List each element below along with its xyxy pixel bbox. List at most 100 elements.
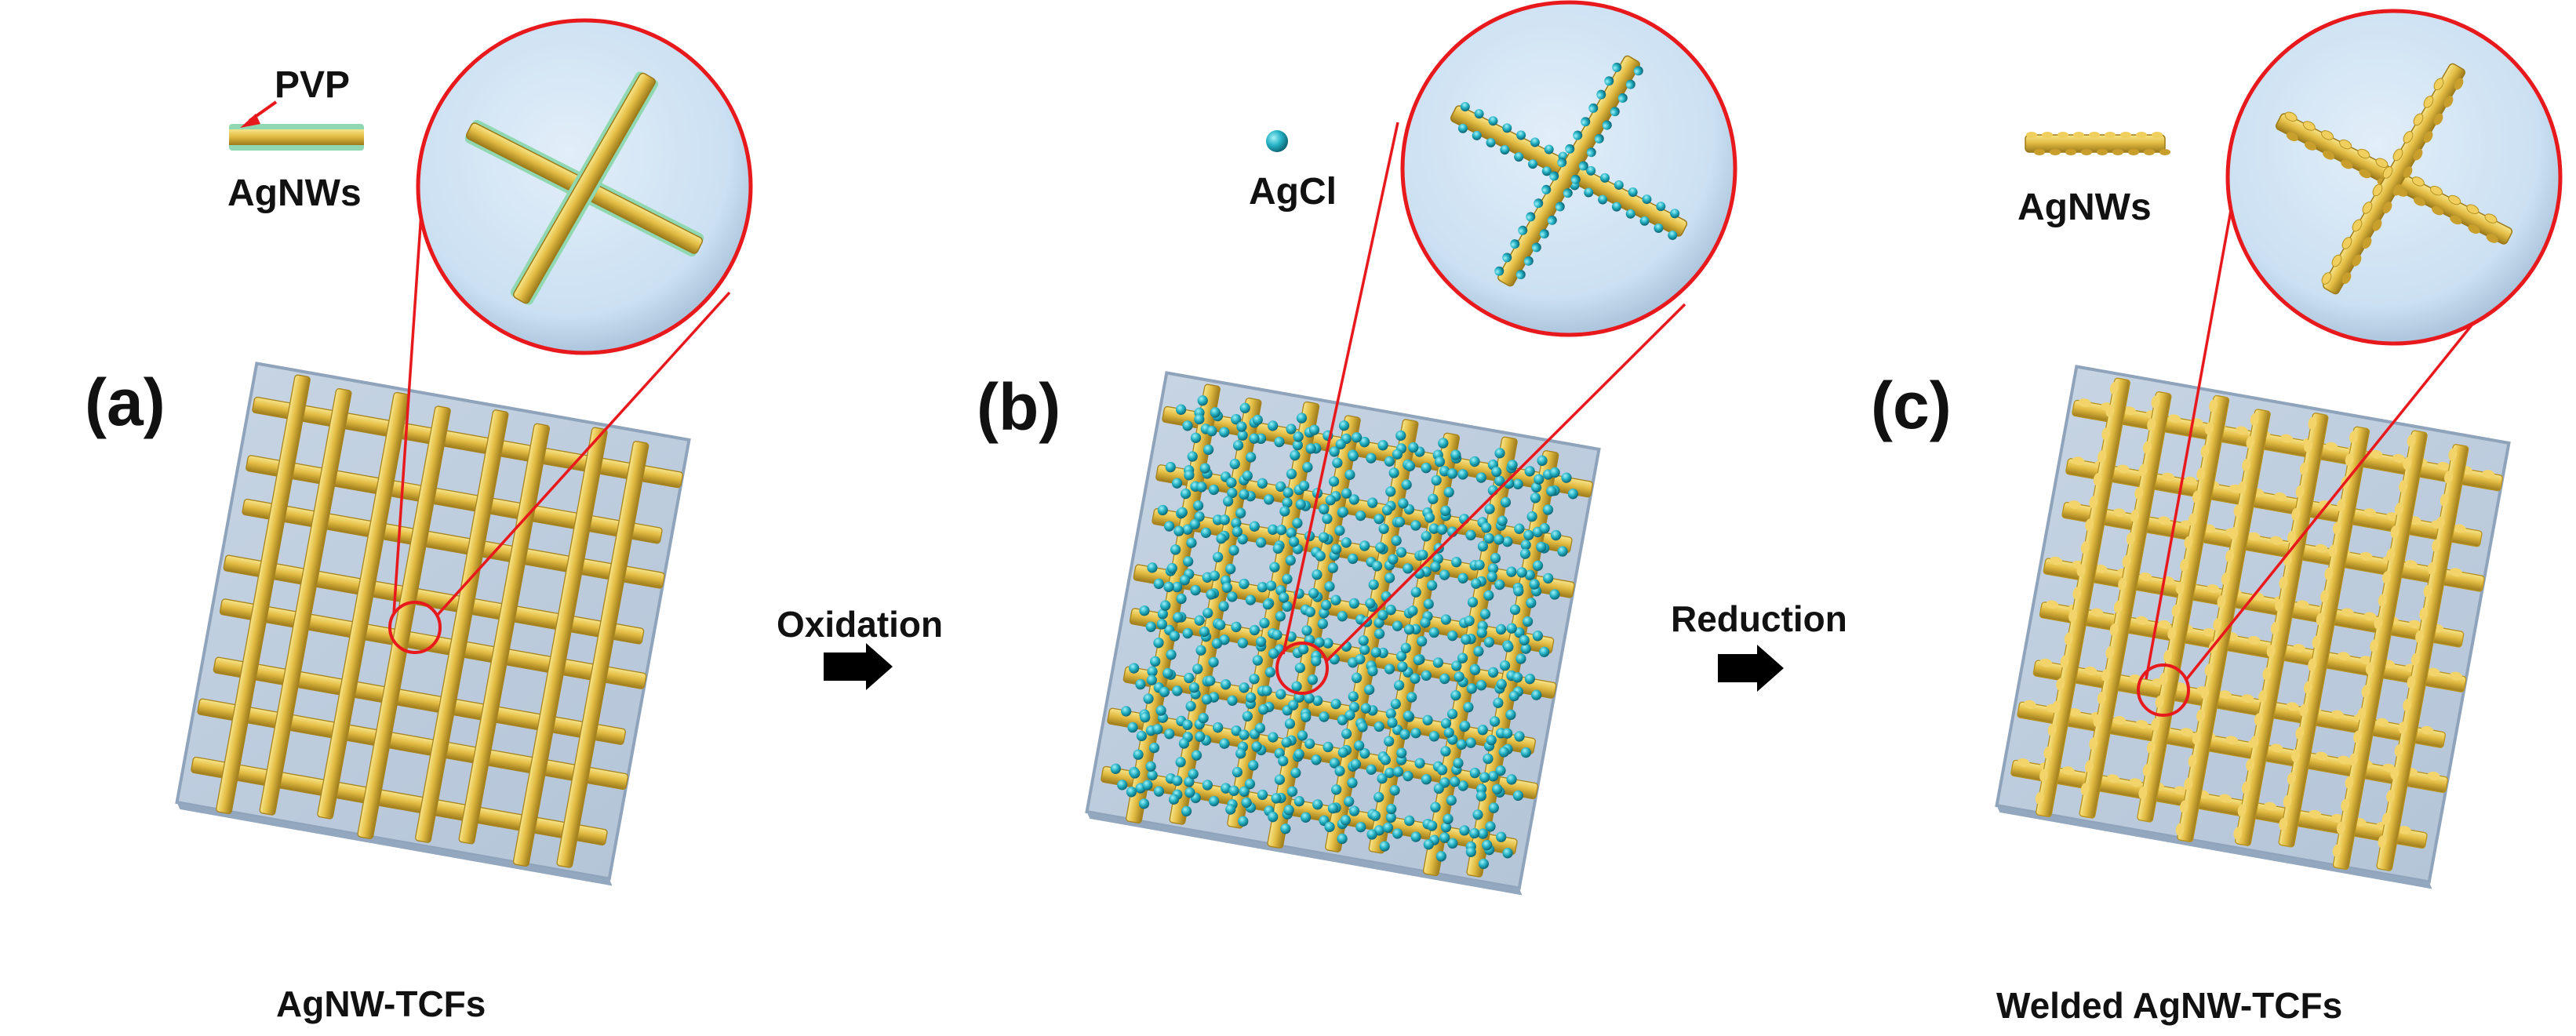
agcl-particle xyxy=(1268,732,1279,743)
agcl-particle xyxy=(1417,549,1428,561)
agcl-particle xyxy=(1488,116,1498,126)
agcl-particle xyxy=(1428,523,1439,534)
weld-bump xyxy=(2073,132,2084,138)
agcl-particle xyxy=(1453,758,1464,769)
weld-bump xyxy=(2184,476,2197,485)
substrate-edge xyxy=(176,802,613,886)
agcl-particle xyxy=(1219,514,1230,525)
weld-bump xyxy=(2331,254,2342,267)
weld-bump xyxy=(2296,600,2309,609)
agcl-particle xyxy=(1486,137,1496,147)
agcl-particle xyxy=(1153,786,1165,797)
weld-bump xyxy=(2050,149,2061,155)
agcl-particle xyxy=(1193,500,1204,511)
weld-bump xyxy=(2247,532,2261,541)
weld-bump xyxy=(2292,644,2305,653)
agcl-particle xyxy=(1494,448,1505,459)
weld-bump xyxy=(2337,499,2345,512)
weld-bump xyxy=(2295,726,2305,740)
agcl-particle xyxy=(1176,593,1187,605)
weld-bump xyxy=(2242,458,2250,471)
agcl-particle xyxy=(1388,467,1399,478)
agcl-particle xyxy=(1456,739,1467,750)
weld-bump xyxy=(2146,740,2156,754)
agcl-particle xyxy=(1268,811,1279,823)
weld-bump xyxy=(2209,399,2218,413)
agcl-particle xyxy=(1505,709,1516,721)
agcl-particle xyxy=(1365,598,1376,609)
panel-c-zoom-inset xyxy=(2225,9,2563,346)
agcl-particle xyxy=(1506,566,1517,577)
weld-bump xyxy=(2105,132,2116,138)
agcl-particle xyxy=(1275,689,1286,700)
agcl-particle xyxy=(1424,512,1435,523)
weld-bump xyxy=(2229,527,2239,540)
weld-bump xyxy=(2386,790,2395,803)
agcl-particle xyxy=(1206,425,1217,437)
weld-bump xyxy=(2303,681,2312,694)
weld-bump xyxy=(2068,609,2077,623)
weld-bump xyxy=(2275,598,2283,612)
agcl-particle xyxy=(1198,712,1209,724)
agcl-particle xyxy=(1557,158,1567,168)
agcl-particle xyxy=(1532,560,1544,571)
agcl-particle xyxy=(1440,822,1452,833)
weld-bump xyxy=(2105,645,2115,659)
agcl-particle xyxy=(1312,799,1323,810)
weld-bump xyxy=(2138,787,2148,799)
agcl-particle xyxy=(1140,711,1151,723)
agcl-particle xyxy=(1516,567,1527,578)
agcl-particle xyxy=(1488,771,1499,782)
weld-bump xyxy=(2370,639,2379,652)
agcl-particle xyxy=(1479,772,1490,783)
agcl-particle xyxy=(1523,256,1534,266)
agcl-particle xyxy=(1530,493,1541,503)
agcl-particle xyxy=(1348,702,1360,713)
weld-bump xyxy=(2046,600,2059,609)
agcl-particle xyxy=(1334,765,1345,776)
agcl-particle xyxy=(1267,420,1279,431)
agcl-particle xyxy=(1487,563,1499,574)
agcl-particle xyxy=(1539,646,1550,658)
agcl-particle xyxy=(1432,657,1443,668)
agcl-particle xyxy=(1258,703,1269,715)
agcl-particle xyxy=(1156,619,1167,630)
agcl-particle xyxy=(1293,748,1304,760)
agcl-particle xyxy=(1546,485,1557,496)
agcl-particle xyxy=(1129,663,1140,674)
agcl-particle xyxy=(1199,463,1210,474)
agcl-particle xyxy=(1408,442,1419,453)
agcl-particle xyxy=(1293,795,1304,807)
weld-bump xyxy=(2357,707,2367,721)
agcl-particle xyxy=(1178,738,1190,749)
agcl-particle xyxy=(1421,531,1432,542)
agcl-particle xyxy=(1428,731,1439,742)
agcl-particle xyxy=(1489,716,1501,727)
agcl-particle xyxy=(1385,486,1396,497)
weld-bump xyxy=(2403,457,2412,471)
agcl-particle xyxy=(1221,783,1232,794)
agcl-particle xyxy=(1377,440,1388,451)
weld-bump xyxy=(2237,481,2247,494)
agcl-particle xyxy=(1469,767,1480,779)
pvp-label: PVP xyxy=(275,64,350,106)
weld-bump xyxy=(2151,718,2160,731)
agcl-particle xyxy=(1430,802,1441,812)
agcl-particle xyxy=(1157,504,1168,516)
agcl-particle xyxy=(1483,637,1495,648)
agcl-particle xyxy=(1384,663,1395,674)
agcl-particle xyxy=(1394,680,1405,691)
agcl-particle xyxy=(1249,521,1260,532)
weld-bump xyxy=(2324,567,2334,580)
agcl-particle xyxy=(1215,620,1226,631)
agcl-particle xyxy=(1450,689,1461,701)
weld-bump xyxy=(2353,730,2362,743)
agcl-particle xyxy=(1359,540,1370,551)
agcl-particle xyxy=(1473,645,1484,657)
agcl-particle xyxy=(1530,137,1540,147)
agcl-particle xyxy=(1446,708,1458,720)
weld-bump xyxy=(2270,536,2283,545)
agcl-particle xyxy=(1291,681,1302,692)
agcl-particle xyxy=(1302,462,1313,473)
agcl-particle xyxy=(1172,775,1183,787)
